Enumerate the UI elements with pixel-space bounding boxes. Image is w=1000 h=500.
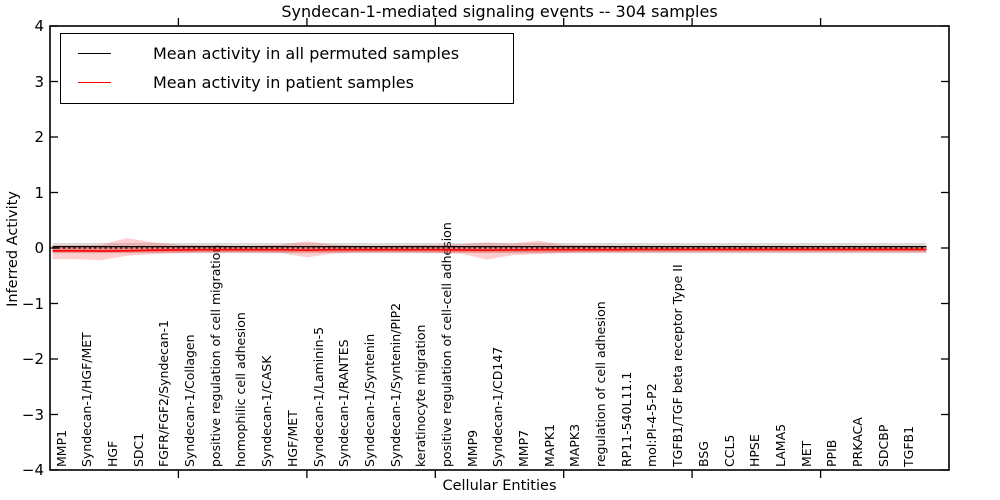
y-tick-label: 1 <box>34 183 44 202</box>
y-tick-label: −1 <box>21 294 44 313</box>
patient-legend-line-icon <box>77 82 111 83</box>
legend-swatch-cell <box>61 82 127 83</box>
patient-range-outer-band <box>52 238 927 261</box>
y-tick-label: 3 <box>34 72 44 91</box>
y-axis-label: Inferred Activity <box>5 191 21 307</box>
permuted-legend-line-icon <box>77 53 111 54</box>
y-tick-label: −3 <box>21 405 44 424</box>
legend-item-permuted: Mean activity in all permuted samples <box>61 39 513 68</box>
y-tick-label: −2 <box>21 350 44 368</box>
legend: Mean activity in all permuted samples Me… <box>60 33 514 104</box>
legend-swatch-cell <box>61 53 127 54</box>
y-tick-label: 4 <box>34 17 44 35</box>
legend-label-patient: Mean activity in patient samples <box>153 73 414 92</box>
y-tick-label: −4 <box>21 461 44 479</box>
chart-title: Syndecan-1-mediated signaling events -- … <box>281 2 718 21</box>
y-tick-label: 2 <box>34 128 44 146</box>
y-tick-label: 0 <box>34 239 44 257</box>
x-axis-label: Cellular Entities <box>442 478 557 494</box>
legend-item-patient: Mean activity in patient samples <box>61 68 513 97</box>
patient-mean-line <box>52 248 927 252</box>
legend-label-permuted: Mean activity in all permuted samples <box>153 44 460 63</box>
